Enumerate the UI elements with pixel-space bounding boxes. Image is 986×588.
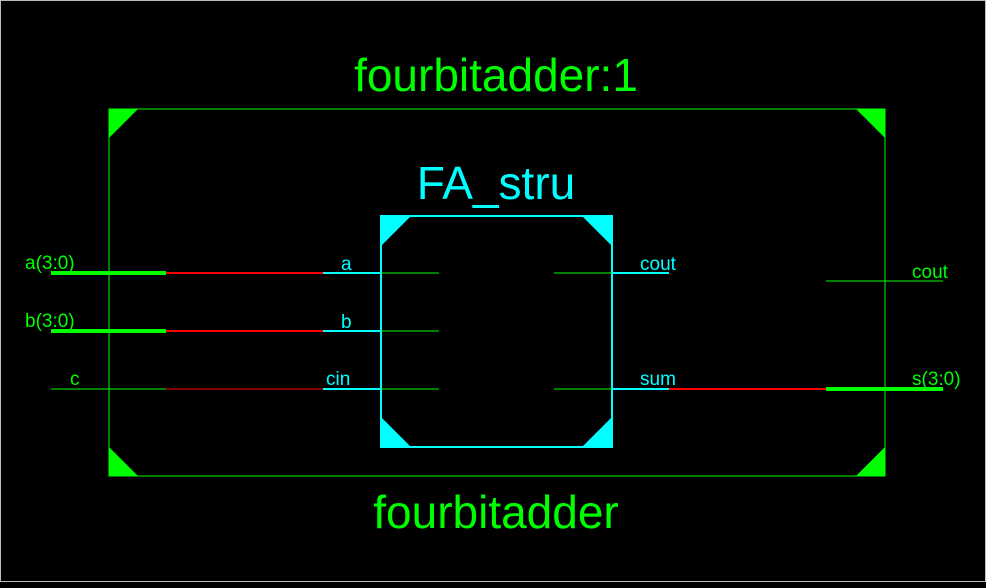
port-label-b: b(3:0) [25,311,75,332]
outer-module-box[interactable] [108,108,886,477]
inner-pin-label-sum: sum [640,369,676,390]
port-label-a: a(3:0) [25,253,75,274]
inner-corner-marker [381,417,411,447]
outer-corner-marker [109,109,138,138]
inner-pin-label-b: b [341,312,352,333]
port-label-cout: cout [912,262,949,283]
inner-pin-label-a: a [341,254,352,275]
outer-instance-label: fourbitadder:1 [354,49,638,101]
outer-module-name: fourbitadder [373,486,619,538]
inner-pin-label-cin: cin [326,369,350,390]
inner-corner-marker [582,216,612,246]
inner-corner-marker [381,216,411,246]
outer-corner-marker [856,109,885,138]
outer-corner-marker [856,447,885,476]
inner-pin-label-cout: cout [640,254,677,275]
outer-corner-marker [109,447,138,476]
inner-corner-marker [582,417,612,447]
inner-module-name: FA_stru [417,157,576,209]
port-label-c: c [70,369,80,390]
port-label-s: s(3:0) [912,369,961,390]
